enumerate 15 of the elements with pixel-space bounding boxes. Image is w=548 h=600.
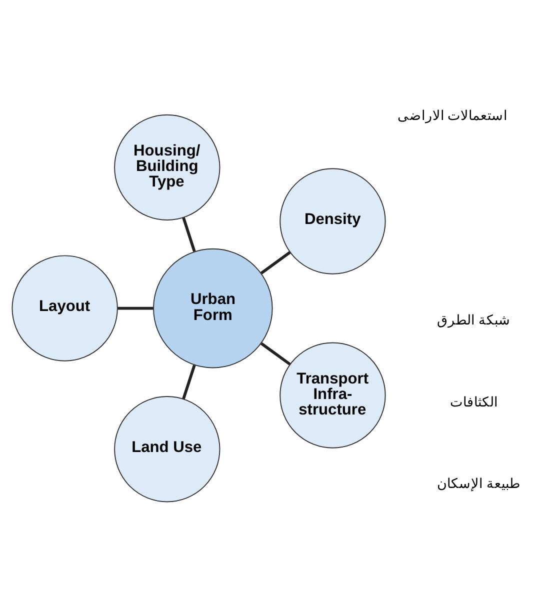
label: شبكة الطرق: [437, 312, 511, 328]
node-circle: Land Use: [114, 396, 220, 502]
label: الكثافات: [450, 394, 498, 409]
node-circle: Urban Form: [153, 248, 273, 368]
label: طبيعة الإسكان: [437, 476, 520, 491]
connector: [182, 364, 196, 399]
connector: [260, 250, 291, 274]
connector: [260, 342, 291, 365]
label: استعمالات الاراضى: [397, 108, 508, 123]
connector: [182, 216, 196, 252]
node-circle: Transport Infra- structure: [280, 342, 386, 448]
node-circle: Housing/ Building Type: [114, 114, 220, 220]
connector: [118, 306, 154, 310]
node-circle: Density: [280, 168, 386, 274]
node-circle: Layout: [12, 254, 118, 361]
